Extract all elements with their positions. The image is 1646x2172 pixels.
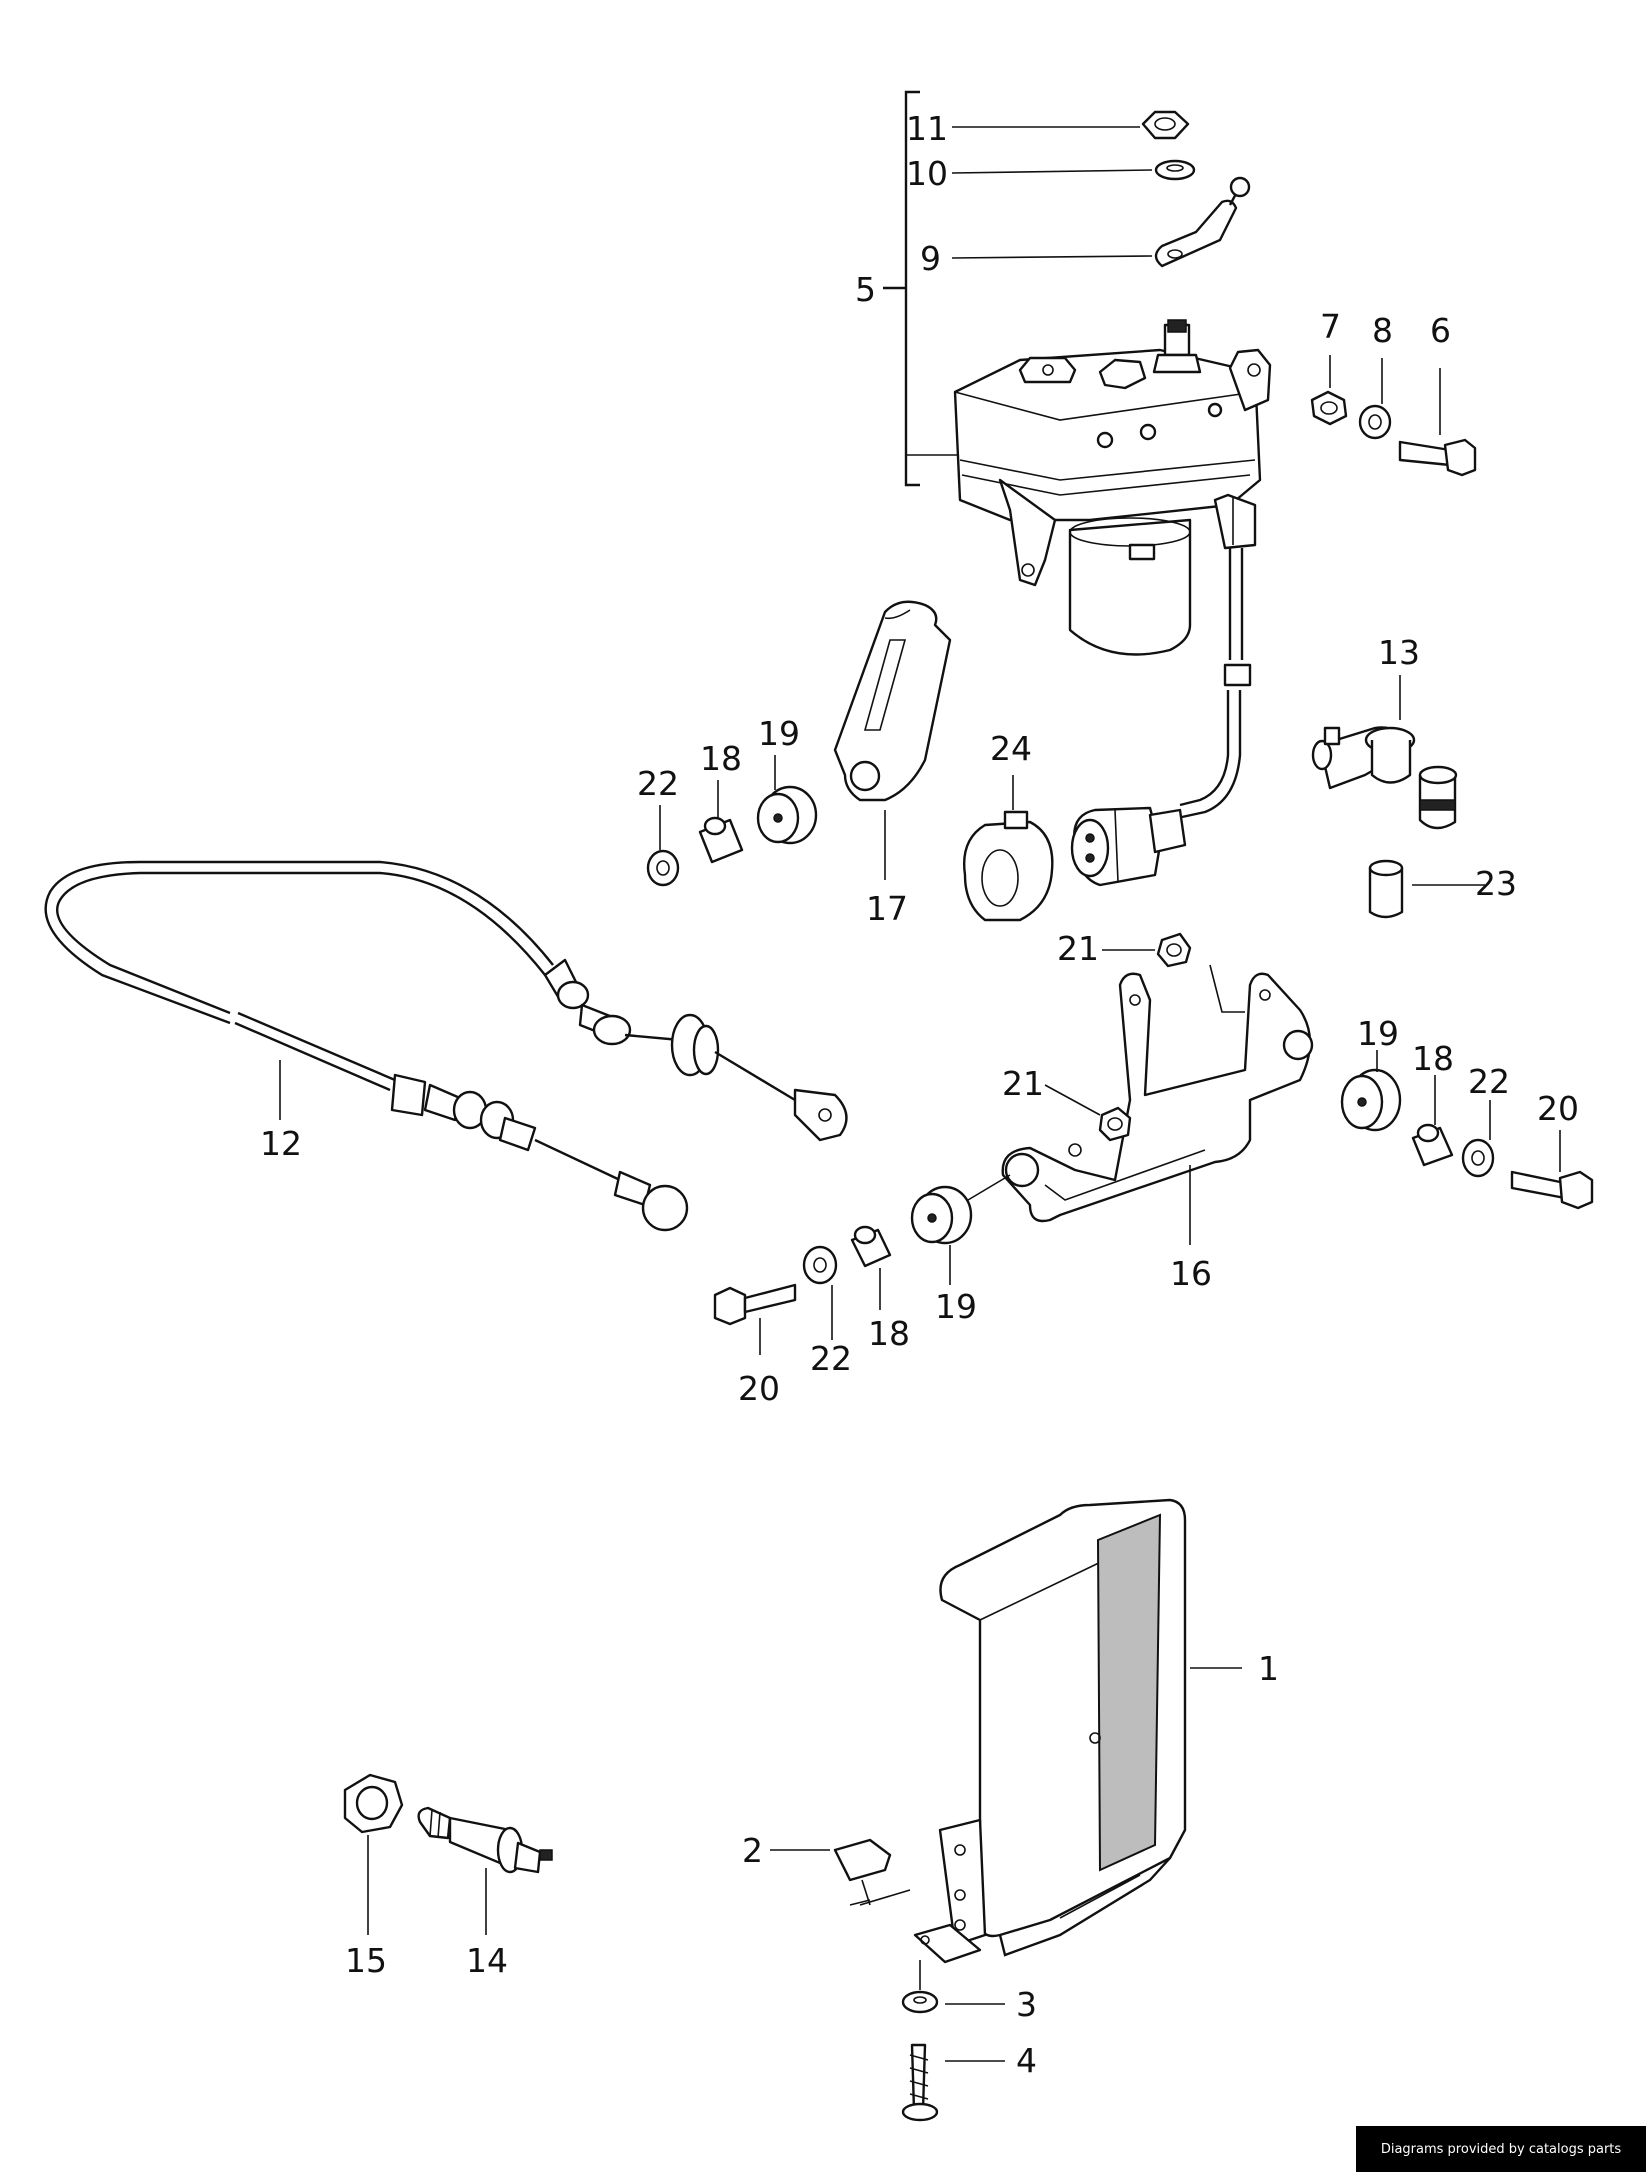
bracket-group-5 — [883, 90, 960, 487]
part-19-grommet-top[interactable] — [756, 755, 818, 845]
callout-4: 4 — [1016, 2041, 1037, 2080]
callout-22-top: 22 — [637, 764, 679, 803]
part-20-bolt-right[interactable] — [1510, 1130, 1594, 1210]
callout-19-left: 19 — [935, 1287, 977, 1326]
part-11-nut[interactable] — [952, 110, 1190, 140]
callout-2: 2 — [742, 1831, 763, 1870]
callout-14: 14 — [466, 1941, 508, 1980]
callout-24: 24 — [990, 729, 1032, 768]
part-16-bracket[interactable] — [1001, 964, 1314, 1245]
part-21-nut-top[interactable] — [1102, 932, 1192, 968]
part-24-clip[interactable] — [963, 775, 1054, 922]
part-14-switch[interactable] — [417, 1806, 553, 1935]
part-13-sensor-arm[interactable] — [1311, 675, 1458, 830]
callout-10: 10 — [906, 154, 948, 193]
part-21-nut-mid[interactable] — [1044, 1084, 1132, 1142]
callout-13: 13 — [1378, 633, 1420, 672]
part-19-grommet-left[interactable] — [910, 1174, 1011, 1285]
part-22-washer-left[interactable] — [802, 1245, 838, 1340]
callout-19-top: 19 — [758, 714, 800, 753]
callout-17: 17 — [866, 889, 908, 928]
callout-7: 7 — [1320, 307, 1341, 346]
actuator-unit[interactable] — [953, 319, 1272, 656]
callout-22-left: 22 — [810, 1339, 852, 1378]
callout-20-right: 20 — [1537, 1089, 1579, 1128]
callout-3: 3 — [1016, 1985, 1037, 2024]
callout-1: 1 — [1258, 1649, 1279, 1688]
part-22-washer-top[interactable] — [646, 805, 680, 887]
callout-21-mid: 21 — [1002, 1064, 1044, 1103]
part-1-control-unit[interactable] — [913, 1498, 1242, 1964]
part-18-sleeve-left[interactable] — [850, 1225, 892, 1310]
callout-18-top: 18 — [700, 739, 742, 778]
callout-15: 15 — [345, 1941, 387, 1980]
callout-19-right: 19 — [1357, 1014, 1399, 1053]
part-2-clip-nut[interactable] — [770, 1838, 911, 1906]
part-7-nut[interactable] — [1310, 355, 1348, 426]
part-4-screw[interactable] — [901, 2043, 1005, 2122]
part-18-sleeve-right[interactable] — [1411, 1075, 1454, 1167]
callout-5: 5 — [855, 270, 876, 309]
actuator-cable — [1179, 548, 1252, 819]
part-9-lever[interactable] — [951, 176, 1251, 268]
part-22-washer-right[interactable] — [1461, 1100, 1495, 1178]
callout-labels: 11 10 9 5 7 8 6 13 22 18 19 24 17 23 21 … — [260, 109, 1579, 2080]
part-12-cable[interactable] — [44, 860, 848, 1232]
part-18-sleeve-top[interactable] — [698, 780, 744, 864]
callout-21-top: 21 — [1057, 929, 1099, 968]
part-23-sleeve[interactable] — [1368, 859, 1485, 919]
part-15-nut[interactable] — [343, 1773, 404, 1935]
callout-18-right: 18 — [1412, 1039, 1454, 1078]
callout-12: 12 — [260, 1124, 302, 1163]
callout-6: 6 — [1430, 311, 1451, 350]
part-3-washer[interactable] — [901, 1990, 1005, 2014]
part-8-washer[interactable] — [1358, 358, 1392, 440]
part-6-bolt[interactable] — [1398, 368, 1477, 477]
part-20-bolt-left[interactable] — [713, 1283, 797, 1355]
callout-18-left: 18 — [868, 1314, 910, 1353]
callout-20-left: 20 — [738, 1369, 780, 1408]
callout-23: 23 — [1475, 864, 1517, 903]
part-19-grommet-right[interactable] — [1340, 1050, 1402, 1132]
callout-22-right: 22 — [1468, 1062, 1510, 1101]
callout-16: 16 — [1170, 1254, 1212, 1293]
part-10-washer[interactable] — [951, 159, 1196, 181]
callout-9: 9 — [920, 239, 941, 278]
footer-credit-text: Diagrams provided by catalogs parts — [1380, 2141, 1622, 2157]
callout-11: 11 — [906, 109, 948, 148]
connector-plug[interactable] — [1070, 806, 1187, 887]
part-17-plate[interactable] — [833, 600, 952, 880]
callout-8: 8 — [1372, 311, 1393, 350]
footer-credit-bar: Diagrams provided by catalogs parts — [1356, 2126, 1646, 2172]
